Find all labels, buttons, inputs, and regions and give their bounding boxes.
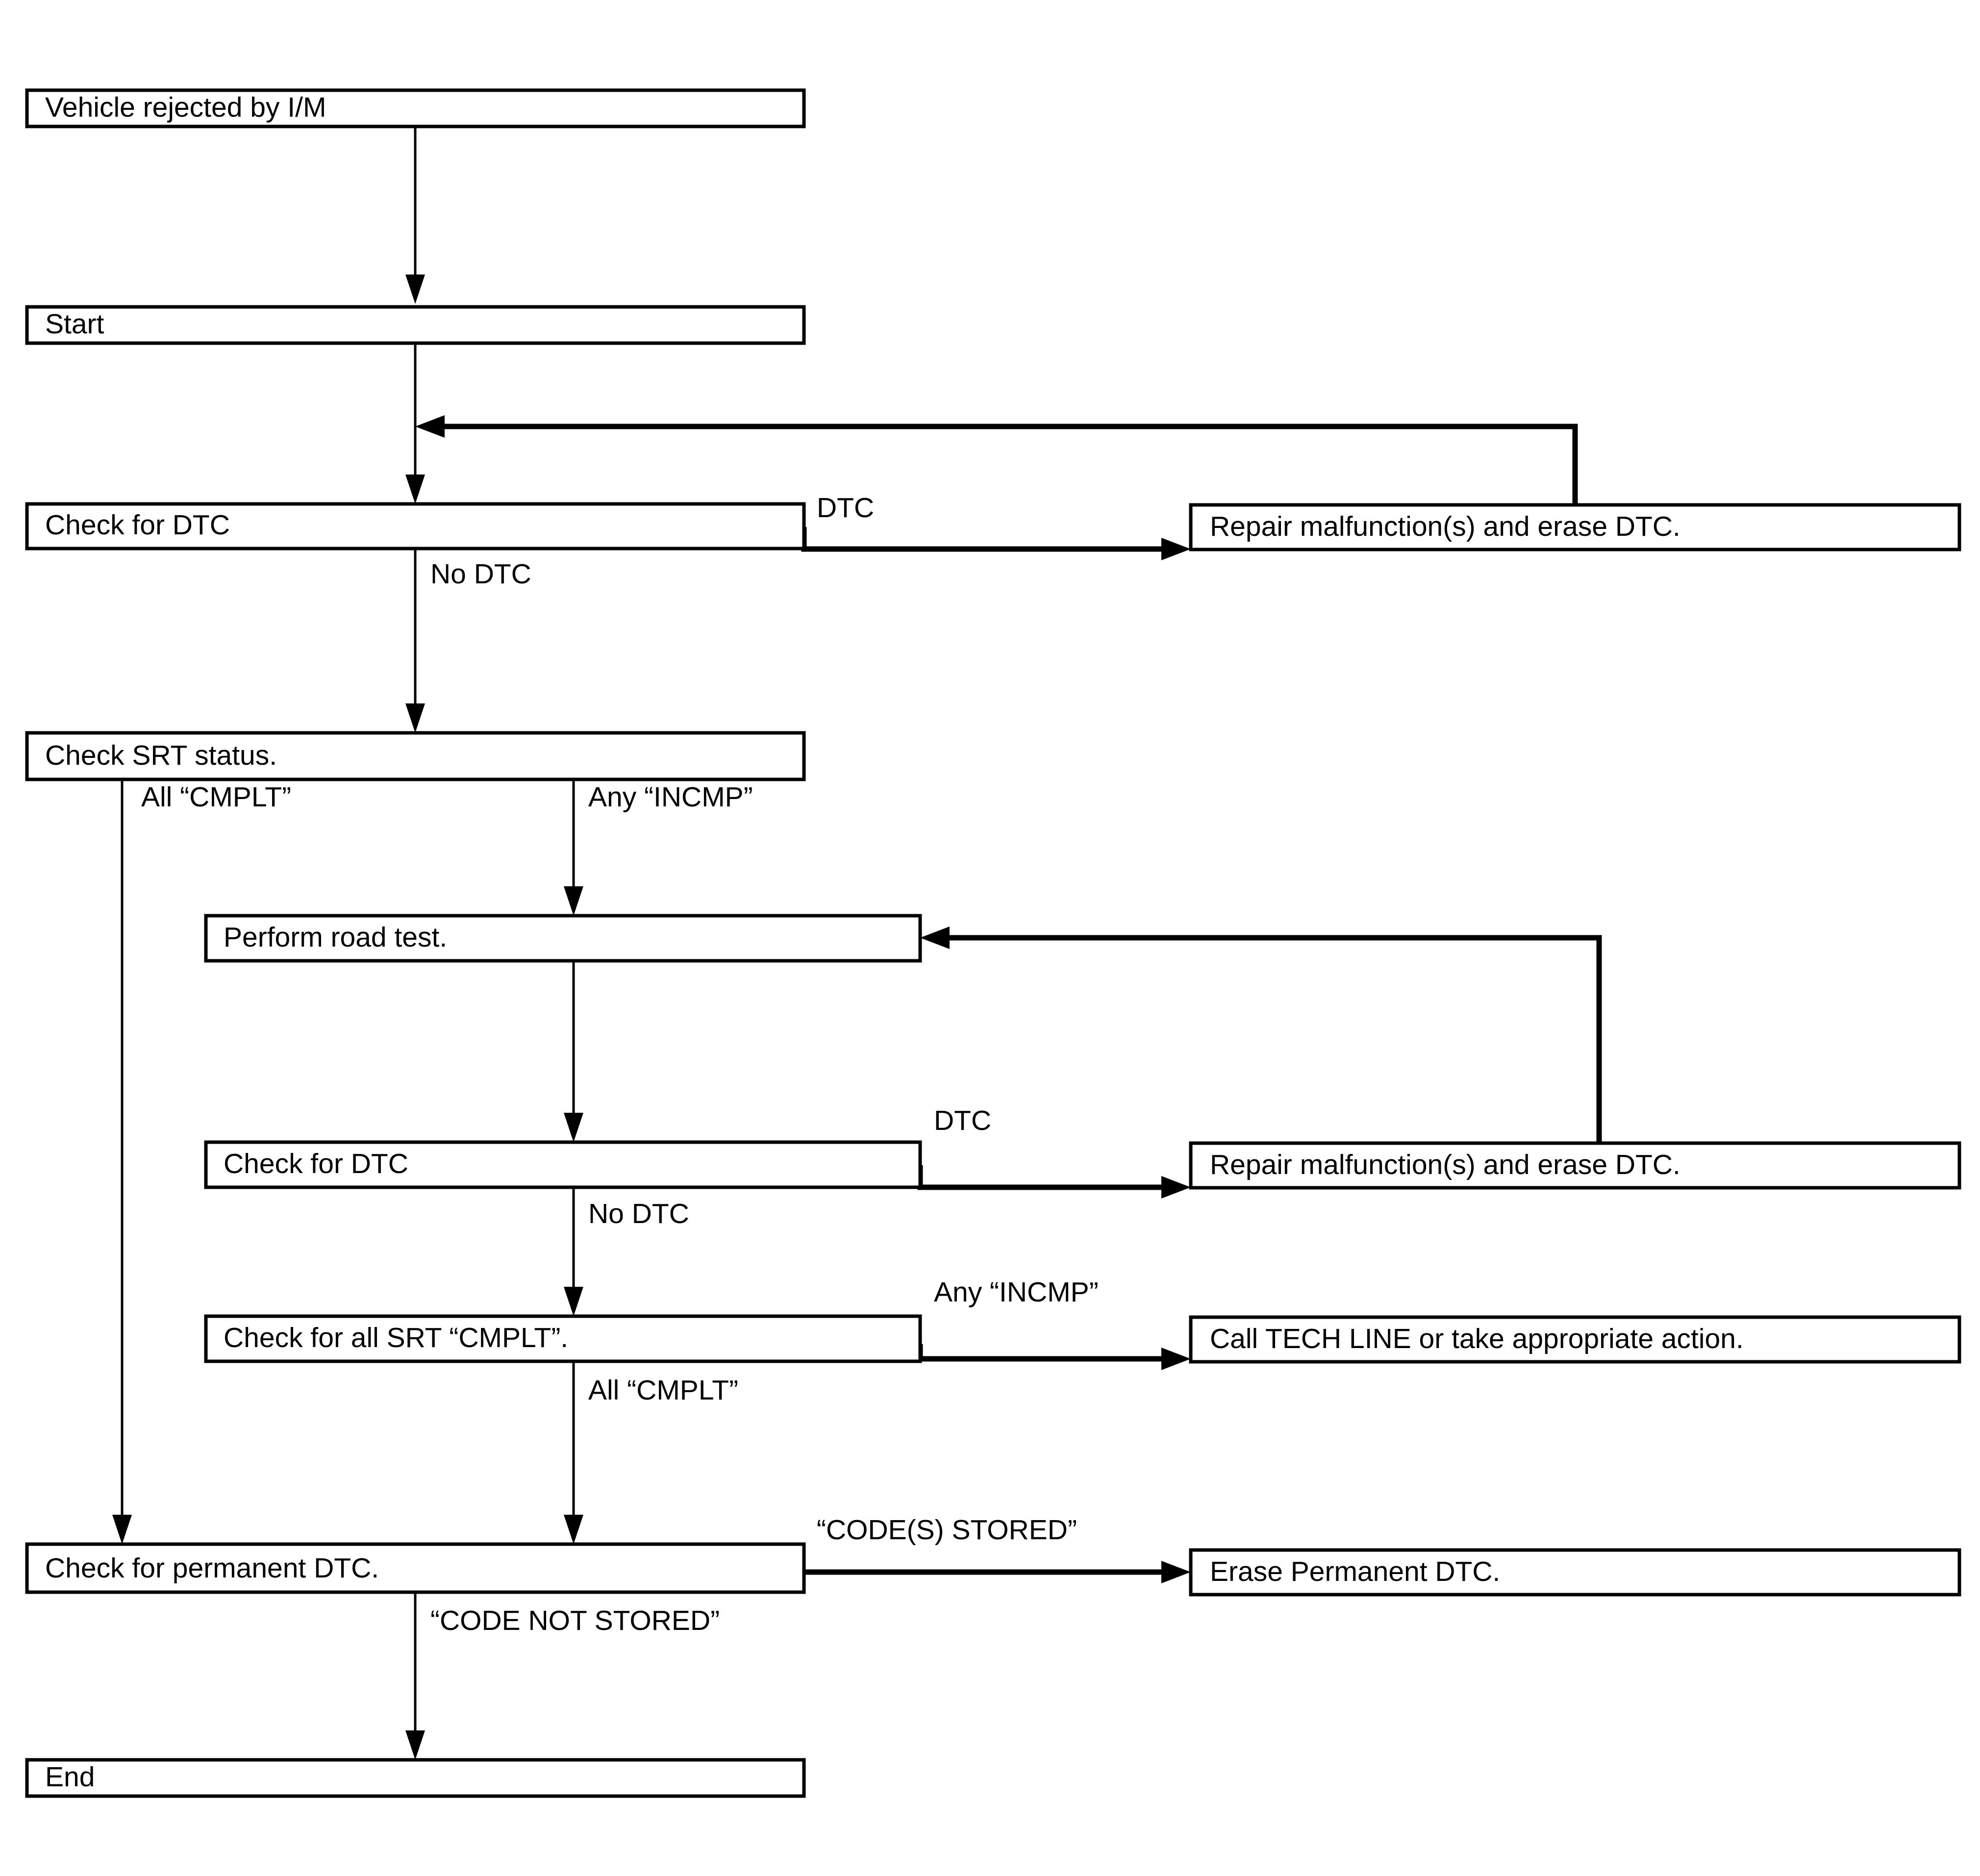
node-label-vehicle-rejected: Vehicle rejected by I/M xyxy=(45,92,326,123)
edge-check-all-srt-to-check-perm-dtc xyxy=(564,1359,583,1544)
node-label-start: Start xyxy=(45,308,104,340)
node-tech-line[interactable]: Call TECH LINE or take appropriate actio… xyxy=(1189,1315,1961,1364)
edge-label-dtc-2: DTC xyxy=(934,1105,991,1136)
edge-start-to-check-dtc-1 xyxy=(405,343,425,504)
edge-repair-2-feedback-loop xyxy=(920,926,1602,1143)
node-label-check-srt: Check SRT status. xyxy=(45,740,277,771)
edge-check-srt-all-cmplt xyxy=(112,779,132,1544)
edge-check-perm-dtc-to-erase-perm-dtc xyxy=(804,1561,1191,1583)
edge-check-dtc-2-to-check-all-srt xyxy=(564,1187,583,1316)
node-repair-1[interactable]: Repair malfunction(s) and erase DTC. xyxy=(1189,503,1961,551)
node-erase-perm-dtc[interactable]: Erase Permanent DTC. xyxy=(1189,1548,1961,1597)
edge-repair-1-feedback-loop xyxy=(415,415,1578,505)
node-vehicle-rejected[interactable]: Vehicle rejected by I/M xyxy=(25,88,806,128)
node-check-perm-dtc[interactable]: Check for permanent DTC. xyxy=(25,1542,806,1594)
edge-label-any-incmp-2: Any “INCMP” xyxy=(934,1276,1099,1308)
edge-label-code-not-stored: “CODE NOT STORED” xyxy=(430,1605,720,1636)
edge-label-no-dtc-1: No DTC xyxy=(430,558,531,590)
edge-check-dtc-1-to-check-srt xyxy=(405,549,425,733)
node-end[interactable]: End xyxy=(25,1758,806,1798)
node-label-end: End xyxy=(45,1761,95,1793)
edge-label-all-cmplt-2: All “CMPLT” xyxy=(588,1375,738,1406)
edge-label-no-dtc-2: No DTC xyxy=(588,1198,689,1229)
edge-check-all-srt-to-tech-line xyxy=(917,1344,1191,1370)
node-label-check-dtc-1: Check for DTC xyxy=(45,509,230,541)
node-label-repair-2: Repair malfunction(s) and erase DTC. xyxy=(1210,1149,1680,1180)
node-check-all-srt[interactable]: Check for all SRT “CMPLT”. xyxy=(204,1314,922,1363)
node-label-check-perm-dtc: Check for permanent DTC. xyxy=(45,1552,379,1584)
node-repair-2[interactable]: Repair malfunction(s) and erase DTC. xyxy=(1189,1141,1961,1190)
node-road-test[interactable]: Perform road test. xyxy=(204,914,922,963)
edge-vehicle-rejected-to-start xyxy=(405,126,425,304)
edge-check-srt-to-road-test xyxy=(564,779,583,916)
node-label-check-dtc-2: Check for DTC xyxy=(224,1148,408,1179)
node-label-tech-line: Call TECH LINE or take appropriate actio… xyxy=(1210,1323,1744,1354)
edge-label-dtc-1: DTC xyxy=(817,492,874,524)
node-label-repair-1: Repair malfunction(s) and erase DTC. xyxy=(1210,511,1680,542)
node-start[interactable]: Start xyxy=(25,305,806,345)
node-label-erase-perm-dtc: Erase Permanent DTC. xyxy=(1210,1556,1500,1587)
node-check-dtc-2[interactable]: Check for DTC xyxy=(204,1140,922,1189)
node-label-check-all-srt: Check for all SRT “CMPLT”. xyxy=(224,1322,568,1353)
edge-label-codes-stored: “CODE(S) STORED” xyxy=(817,1514,1077,1546)
node-check-dtc-1[interactable]: Check for DTC xyxy=(25,502,806,550)
edge-check-dtc-2-to-repair-2 xyxy=(917,1165,1191,1199)
node-check-srt[interactable]: Check SRT status. xyxy=(25,731,806,781)
edge-check-perm-dtc-to-end xyxy=(405,1592,425,1760)
edge-road-test-to-check-dtc-2 xyxy=(564,961,583,1142)
node-label-road-test: Perform road test. xyxy=(224,922,447,953)
edge-check-dtc-1-to-repair-1 xyxy=(801,527,1191,560)
edge-label-any-incmp-1: Any “INCMP” xyxy=(588,781,753,813)
edge-label-all-cmplt-1: All “CMPLT” xyxy=(141,781,291,813)
